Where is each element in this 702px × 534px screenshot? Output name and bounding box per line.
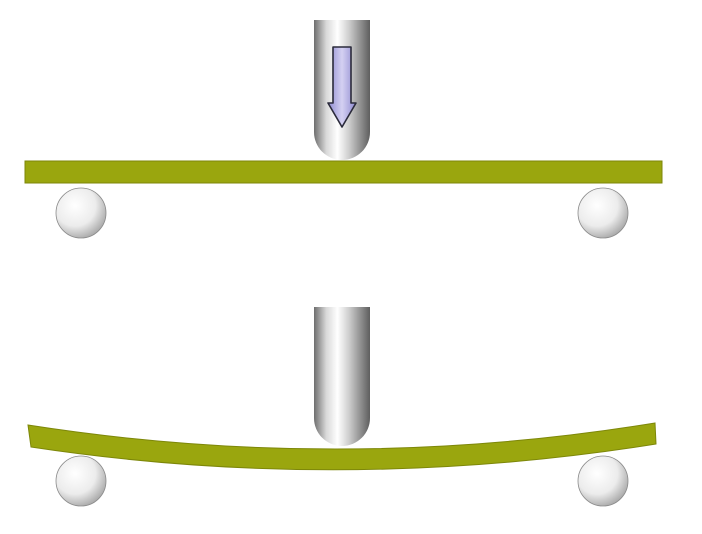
right-support-roller-bottom <box>577 455 629 507</box>
right-support-roller <box>577 187 629 239</box>
stage-after-loading <box>27 307 657 507</box>
left-support-roller-bottom <box>55 455 107 507</box>
stage-before-loading <box>24 20 663 239</box>
specimen-beam-straight <box>24 160 663 184</box>
left-support-roller <box>55 187 107 239</box>
down-arrow-icon <box>327 46 357 128</box>
specimen-beam-bent <box>27 422 657 471</box>
loading-punch-bottom <box>314 307 370 446</box>
